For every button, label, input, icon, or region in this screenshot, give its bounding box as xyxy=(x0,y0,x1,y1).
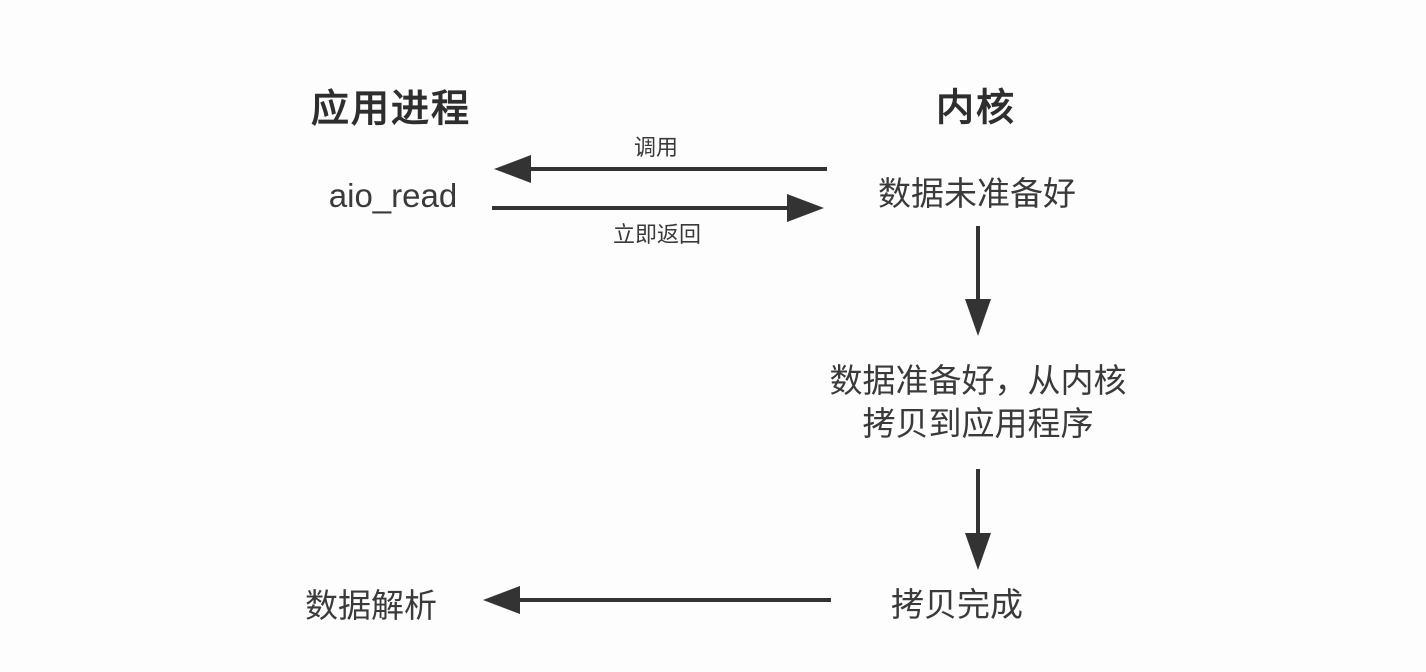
node-copy-done: 拷贝完成 xyxy=(891,586,1023,623)
call-arrow xyxy=(494,155,827,183)
node-data-ready-copy: 数据准备好，从内核 拷贝到应用程序 xyxy=(830,359,1127,445)
return-arrow-label: 立即返回 xyxy=(612,222,702,247)
call-arrow-label: 调用 xyxy=(633,135,679,160)
node-data-not-ready: 数据未准备好 xyxy=(878,175,1076,212)
kernel-step-arrow-2 xyxy=(965,469,991,570)
notify-arrow xyxy=(483,586,831,614)
node-aio-read: aio_read xyxy=(328,177,458,214)
node-data-ready-copy-line2: 拷贝到应用程序 xyxy=(862,405,1094,442)
kernel-step-arrow-1 xyxy=(965,226,991,336)
return-arrow xyxy=(492,194,824,222)
right-column-header: 内核 xyxy=(935,87,1017,130)
node-data-parse: 数据解析 xyxy=(305,587,437,624)
left-column-header: 应用进程 xyxy=(310,88,472,131)
node-data-ready-copy-line1: 数据准备好，从内核 xyxy=(829,362,1127,399)
